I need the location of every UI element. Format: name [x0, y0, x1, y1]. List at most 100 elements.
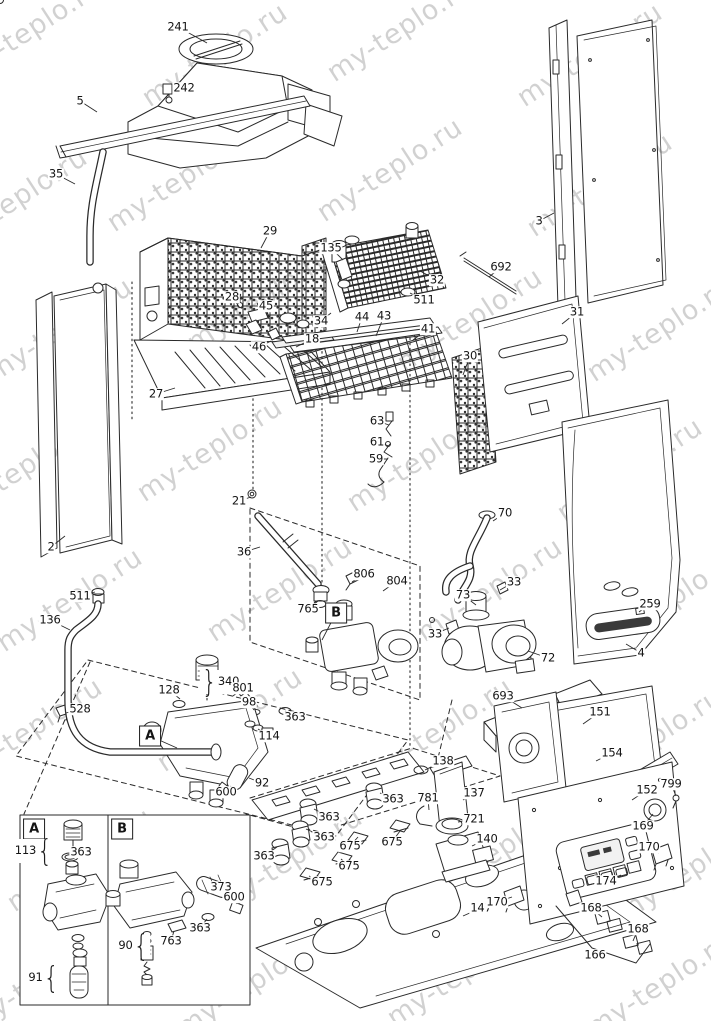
part-number-174: 174	[594, 873, 618, 888]
part-number-31: 31	[568, 304, 586, 319]
part-number-259: 259	[638, 596, 662, 611]
part-number-363: 363	[312, 829, 336, 844]
part-number-92: 92	[253, 775, 271, 790]
part-number-3: 3	[534, 213, 544, 228]
part-number-91: 91{	[27, 960, 61, 996]
part-number-363: 363	[283, 709, 307, 724]
part-number-137: 137	[462, 785, 486, 800]
part-number-44: 44	[353, 309, 371, 324]
part-number-21: 21	[230, 493, 248, 508]
part-number-33: 33	[505, 574, 523, 589]
part-number-34: 34	[312, 313, 330, 328]
part-number-363: 363	[188, 920, 212, 935]
pipe-35	[86, 148, 107, 266]
part-number-2: 2	[46, 539, 56, 554]
part-number-169: 169	[631, 818, 655, 833]
part-number-63: 63	[368, 413, 386, 428]
part-number-528: 528	[68, 701, 92, 716]
part-number-41: 41	[419, 321, 437, 336]
part-number-59: 59	[367, 451, 385, 466]
part-number-73: 73	[454, 587, 472, 602]
diverter-valve-assembly	[305, 599, 419, 696]
pipe-136	[64, 588, 222, 761]
part-number-138: 138	[431, 753, 455, 768]
part-number-36: 36	[235, 544, 253, 559]
part-number-168: 168	[626, 921, 650, 936]
part-number-675: 675	[337, 858, 361, 873]
part-number-600: 600	[222, 889, 246, 904]
part-number-27: 27	[147, 386, 165, 401]
connector-row-174	[584, 860, 642, 886]
side-panel-left	[35, 282, 123, 558]
part-number-363: 363	[69, 844, 93, 859]
part-number-675: 675	[310, 874, 334, 889]
union-fittings-363	[271, 782, 385, 866]
chamber-front-cover	[477, 295, 591, 453]
part-number-806: 806	[352, 566, 376, 581]
part-number-241: 241	[166, 19, 190, 34]
part-number-801: 801	[231, 680, 255, 695]
part-number-804: 804	[385, 573, 409, 588]
part-number-600: 600	[214, 784, 238, 799]
detail-marker-B: B	[111, 818, 133, 840]
part-number-151: 151	[588, 704, 612, 719]
manifold-strip	[251, 751, 425, 881]
detail-marker-A: A	[139, 725, 161, 747]
part-number-135: 135	[319, 240, 343, 255]
part-number-90: 90{	[117, 928, 151, 964]
front-casing	[561, 399, 681, 665]
part-number-340: }340	[199, 664, 241, 700]
part-number-114: 114	[257, 728, 281, 743]
part-number-781: 781	[416, 790, 440, 805]
part-number-18: 18	[303, 331, 321, 346]
part-number-33: 33	[426, 626, 444, 641]
part-number-147: 147	[469, 900, 493, 915]
part-number-136: 136	[38, 612, 62, 627]
harness-166	[555, 905, 651, 964]
part-number-693: 693	[491, 688, 515, 703]
part-number-363: 363	[252, 848, 276, 863]
part-number-72: 72	[539, 650, 557, 665]
detail-marker-B: B	[325, 602, 347, 624]
part-number-511: 511	[412, 292, 436, 307]
flue-trap-assembly	[413, 755, 494, 883]
part-number-170: 170	[485, 894, 509, 909]
part-number-29: 29	[261, 223, 279, 238]
part-number-45: 45	[257, 298, 275, 313]
part-number-242: 242	[172, 80, 196, 95]
mounting-rail	[55, 95, 311, 159]
part-number-70: 70	[496, 505, 514, 520]
part-number-152: 152	[635, 782, 659, 797]
part-number-511: 511	[68, 588, 92, 603]
part-number-675: 675	[380, 834, 404, 849]
part-number-168: 168	[579, 900, 603, 915]
part-number-98: 98	[240, 694, 258, 709]
control-box-assembly	[493, 685, 685, 925]
part-number-5: 5	[75, 93, 85, 108]
part-number-692: 692	[489, 259, 513, 274]
part-number-32: 32	[428, 272, 446, 287]
inset-a-art	[42, 819, 111, 999]
part-number-46: 46	[250, 339, 268, 354]
part-number-799: 799	[659, 776, 683, 791]
gasket-rod	[459, 251, 517, 295]
back-panel	[548, 19, 667, 308]
part-number-128: 128	[157, 682, 181, 697]
part-number-140: 140	[475, 831, 499, 846]
part-number-28: 28	[223, 289, 241, 304]
part-number-675: 675	[338, 838, 362, 853]
part-number-154: 154	[600, 745, 624, 760]
part-number-35: 35	[47, 166, 65, 181]
part-number-4: 4	[636, 645, 646, 660]
part-number-373: 373	[209, 879, 233, 894]
clips-675	[299, 819, 411, 881]
part-number-170: 170	[637, 839, 661, 854]
part-number-113: 113{	[13, 833, 55, 869]
ignition-electrodes	[367, 411, 394, 488]
part-number-363: 363	[381, 791, 405, 806]
part-number-363: 363	[317, 809, 341, 824]
part-number-61: 61	[368, 434, 386, 449]
part-number-763: 763	[159, 933, 183, 948]
